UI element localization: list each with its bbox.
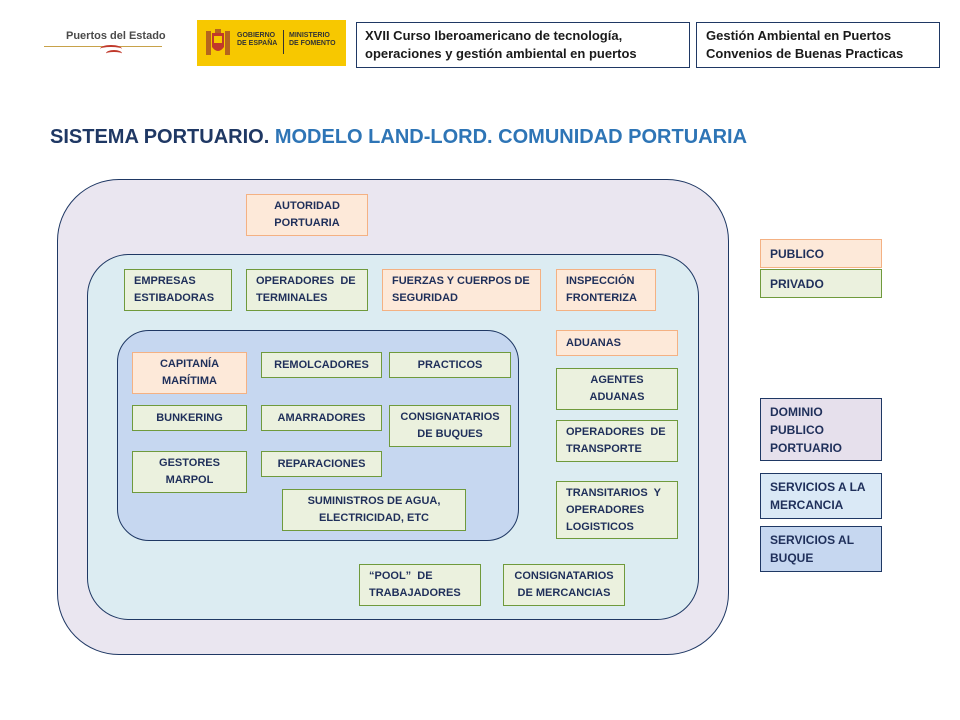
coat-of-arms-icon	[206, 29, 230, 55]
box-text: CONSIGNATARIOS	[514, 570, 614, 582]
box-text: MARÍTIMA	[161, 375, 217, 387]
box-text: MARPOL	[165, 474, 214, 486]
ministerio-text: MINISTERIO DE FOMENTO	[289, 32, 336, 47]
pool-trabajadores-box: “POOL” DE TRABAJADORES	[359, 564, 481, 606]
empresas-estibadoras-box: EMPRESAS ESTIBADORAS	[124, 269, 232, 311]
box-text: FUERZAS Y CUERPOS DE	[392, 275, 530, 287]
bunkering-box: BUNKERING	[132, 405, 247, 431]
legend-text: PUBLICO	[770, 246, 824, 261]
box-text: AMARRADORES	[277, 411, 366, 424]
page-title: SISTEMA PORTUARIO. MODELO LAND-LORD. COM…	[50, 126, 747, 149]
topic-line2: Convenios de Buenas Practicas	[706, 46, 904, 61]
box-text: SUMINISTROS DE AGUA,	[307, 495, 441, 507]
fuerzas-seguridad-box: FUERZAS Y CUERPOS DE SEGURIDAD	[382, 269, 541, 311]
box-text: SEGURIDAD	[392, 292, 459, 304]
box-text: CONSIGNATARIOS	[400, 411, 500, 423]
box-text: ELECTRICIDAD, ETC	[318, 512, 429, 524]
topic-line1: Gestión Ambiental en Puertos	[706, 28, 892, 43]
box-text: “POOL” DE	[369, 570, 433, 582]
autoridad-portuaria-box: AUTORIDAD PORTUARIA	[246, 194, 368, 236]
capitania-maritima-box: CAPITANÍA MARÍTIMA	[132, 352, 247, 394]
box-text: FRONTERIZA	[566, 292, 637, 304]
course-title-line2: operaciones y gestión ambiental en puert…	[365, 46, 637, 61]
operadores-terminales-box: OPERADORES DE TERMINALES	[246, 269, 368, 311]
legend-privado: PRIVADO	[760, 269, 882, 298]
legend-text: PRIVADO	[770, 276, 824, 291]
box-text: REMOLCADORES	[274, 358, 369, 371]
gobierno-text: GOBIERNO DE ESPAÑA	[237, 32, 278, 47]
box-text: CAPITANÍA	[159, 358, 220, 370]
box-text: OPERADORES DE	[256, 275, 356, 287]
box-text: TRABAJADORES	[369, 587, 461, 599]
legend-text: SERVICIOS AL	[770, 533, 855, 547]
consignatarios-buques-box: CONSIGNATARIOS DE BUQUES	[389, 405, 511, 447]
box-text: GESTORES	[159, 457, 220, 469]
legend-text: PUBLICO	[770, 422, 824, 437]
course-title-line1: XVII Curso Iberoamericano de tecnología,	[365, 28, 623, 43]
legend-text: BUQUE	[770, 551, 814, 565]
remolcadores-box: REMOLCADORES	[261, 352, 382, 378]
puertos-del-estado-logo: Puertos del Estado	[44, 26, 166, 62]
consignatarios-mercancias-box: CONSIGNATARIOS DE MERCANCIAS	[503, 564, 625, 606]
agentes-aduanas-box: AGENTES ADUANAS	[556, 368, 678, 410]
legend-servicios-mercancia: SERVICIOS A LA MERCANCIA	[760, 473, 882, 519]
box-text: OPERADORES	[566, 503, 645, 516]
legend-text: MERCANCIA	[770, 498, 844, 512]
logo-separator	[283, 30, 284, 54]
box-text: PORTUARIA	[274, 217, 340, 229]
legend-text: PORTUARIO	[770, 440, 842, 455]
logo-wave-icon	[100, 45, 122, 53]
legend-text: DOMINIO	[770, 404, 823, 419]
box-text: DE BUQUES	[417, 428, 483, 440]
box-text: PRACTICOS	[417, 358, 483, 371]
legend-text: SERVICIOS A LA	[770, 480, 866, 494]
box-text: AGENTES	[590, 374, 644, 386]
reparaciones-box: REPARACIONES	[261, 451, 382, 477]
puertos-del-estado-logo-text: Puertos del Estado	[66, 30, 166, 42]
topic-box: Gestión Ambiental en Puertos Convenios d…	[696, 22, 940, 68]
legend-publico: PUBLICO	[760, 239, 882, 268]
inspeccion-fronteriza-box: INSPECCIÓN FRONTERIZA	[556, 269, 656, 311]
box-text: TRANSPORTE	[566, 443, 642, 455]
gobierno-espana-logo: GOBIERNO DE ESPAÑA MINISTERIO DE FOMENTO	[197, 20, 346, 66]
box-text: LOGISTICOS	[566, 520, 634, 533]
operadores-transporte-box: OPERADORES DE TRANSPORTE	[556, 420, 678, 462]
suministros-box: SUMINISTROS DE AGUA, ELECTRICIDAD, ETC	[282, 489, 466, 531]
box-text: EMPRESAS	[134, 275, 196, 287]
title-part2: MODELO LAND-LORD. COMUNIDAD PORTUARIA	[274, 126, 748, 148]
legend-servicios-buque: SERVICIOS AL BUQUE	[760, 526, 882, 572]
legend-dominio-publico: DOMINIO PUBLICO PORTUARIO	[760, 398, 882, 461]
box-text: INSPECCIÓN	[566, 275, 635, 287]
box-text: ADUANAS	[566, 336, 621, 349]
practicos-box: PRACTICOS	[389, 352, 511, 378]
title-part1: SISTEMA PORTUARIO.	[50, 126, 270, 148]
box-text: ADUANAS	[589, 391, 645, 403]
box-text: REPARACIONES	[277, 457, 366, 470]
box-text: BUNKERING	[156, 411, 223, 424]
transitarios-box: TRANSITARIOS Y OPERADORES LOGISTICOS	[556, 481, 678, 539]
box-text: TERMINALES	[256, 292, 328, 304]
logo-wave-icon	[106, 50, 122, 57]
course-title-box: XVII Curso Iberoamericano de tecnología,…	[356, 22, 690, 68]
amarradores-box: AMARRADORES	[261, 405, 382, 431]
box-text: TRANSITARIOS Y	[566, 486, 661, 499]
aduanas-box: ADUANAS	[556, 330, 678, 356]
gestores-marpol-box: GESTORES MARPOL	[132, 451, 247, 493]
box-text: OPERADORES DE	[566, 426, 666, 438]
box-text: DE MERCANCIAS	[517, 587, 611, 599]
box-text: AUTORIDAD	[274, 200, 340, 212]
box-text: ESTIBADORAS	[134, 292, 215, 304]
